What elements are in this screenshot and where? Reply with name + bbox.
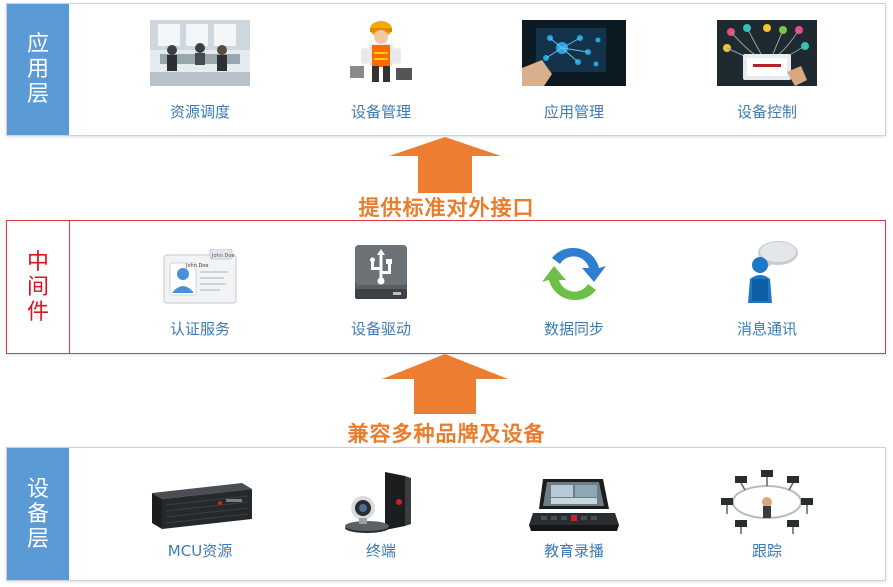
item-mcu-resource: MCU资源 (125, 448, 275, 580)
middleware-layer-label: 中 间 件 (7, 221, 70, 353)
contact-card-icon: John Doe John Doe (145, 243, 255, 313)
item-data-sync: 数据同步 (499, 221, 649, 353)
item-label: 跟踪 (751, 542, 782, 560)
item-label: 认证服务 (169, 320, 230, 338)
svg-text:John Doe: John Doe (185, 263, 208, 269)
upward-arrow-upper (389, 137, 501, 193)
application-layer: 应 用 层 资源调度 (6, 3, 886, 136)
camera-tracking-icon (712, 466, 822, 536)
usb-drive-icon (326, 239, 436, 309)
video-terminal-icon (326, 468, 436, 538)
item-label: 设备控制 (736, 103, 797, 121)
item-authentication-service: John Doe John Doe 认证服务 (125, 221, 275, 353)
technician-icon (326, 18, 436, 88)
item-label: 终端 (365, 542, 396, 560)
item-label: 教育录播 (543, 542, 604, 560)
item-device-control: 设备控制 (692, 4, 842, 135)
item-label: 数据同步 (543, 320, 604, 338)
mcu-server-icon (145, 470, 255, 540)
item-resource-scheduling: 资源调度 (125, 4, 275, 135)
item-application-management: 应用管理 (499, 4, 649, 135)
middleware-layer: 中 间 件 John Doe John Doe 认证服务 (6, 220, 886, 354)
recording-console-icon (519, 470, 629, 540)
device-layer: 设 备 层 MCU资源 (6, 447, 886, 581)
lower-arrow-caption: 兼容多种品牌及设备 (347, 422, 546, 446)
upward-arrow-lower (382, 354, 508, 414)
touch-network-icon (519, 18, 629, 88)
item-label: 资源调度 (169, 103, 230, 121)
item-terminal: 终端 (306, 448, 456, 580)
item-tracking: 跟踪 (692, 448, 842, 580)
item-label: 设备管理 (350, 103, 411, 121)
item-messaging: 消息通讯 (692, 221, 842, 353)
tablet-control-icon (712, 18, 822, 88)
chat-person-icon (712, 237, 822, 307)
svg-text:John Doe: John Doe (211, 253, 234, 259)
item-label: 消息通讯 (736, 320, 797, 338)
item-education-recording: 教育录播 (499, 448, 649, 580)
device-layer-label: 设 备 层 (7, 448, 69, 580)
item-label: 应用管理 (543, 103, 604, 121)
item-label: 设备驱动 (350, 320, 411, 338)
item-device-driver: 设备驱动 (306, 221, 456, 353)
item-device-management: 设备管理 (306, 4, 456, 135)
meeting-room-icon (145, 18, 255, 88)
upper-arrow-caption: 提供标准对外接口 (358, 196, 535, 220)
item-label: MCU资源 (167, 542, 233, 560)
application-layer-label: 应 用 层 (7, 4, 69, 135)
sync-icon (519, 239, 629, 309)
